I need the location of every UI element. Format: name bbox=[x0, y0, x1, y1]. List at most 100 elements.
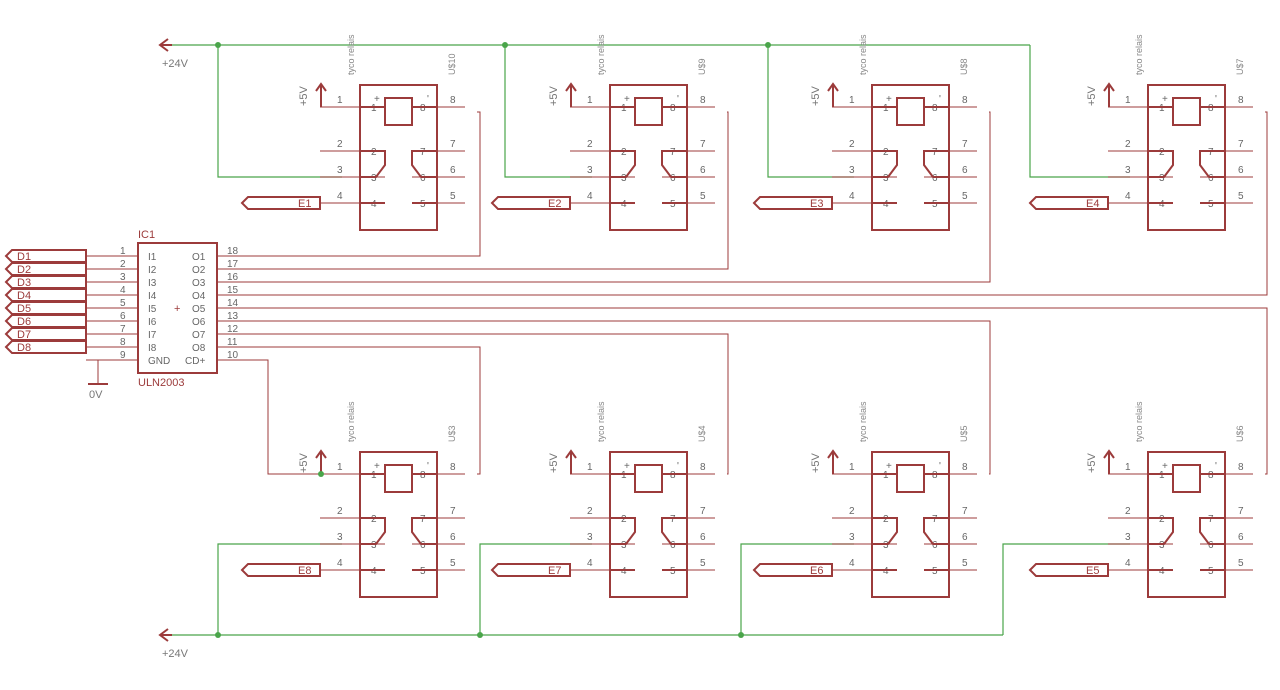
input-flag-d7: D7 bbox=[4, 327, 87, 341]
relay-pin-inner-number: 5 bbox=[420, 566, 426, 577]
relay-pin-inner-number: 4 bbox=[621, 199, 627, 210]
relay-pin-number-right: 8 bbox=[962, 462, 968, 473]
relay-pin-inner-number: 2 bbox=[621, 514, 627, 525]
relay-pin-number-left: 3 bbox=[337, 165, 343, 176]
input-flag-label: D4 bbox=[17, 290, 31, 302]
relay-5v-supply: +5V bbox=[548, 449, 577, 474]
relay-pin-number-left: 1 bbox=[337, 462, 343, 473]
relay-pin-number-left: 2 bbox=[337, 506, 343, 517]
relay-pin-number-left: 4 bbox=[587, 191, 593, 202]
ic-left-pin-label: I1 bbox=[148, 252, 157, 263]
input-flag-shape bbox=[4, 340, 87, 354]
relay-enable-flag: E4 bbox=[1028, 196, 1148, 210]
relay-pin-inner-number: 5 bbox=[670, 566, 676, 577]
relay-name-label: U$10 bbox=[447, 53, 457, 75]
relay-pin-inner-number: 4 bbox=[371, 566, 377, 577]
supply-5v-arrow bbox=[1103, 82, 1115, 92]
relay-pin-inner-number: 6 bbox=[932, 540, 938, 551]
supply-5v-label: +5V bbox=[298, 85, 310, 106]
wire-24v-bottom-drop bbox=[217, 543, 342, 635]
relay-pin-number-left: 1 bbox=[587, 95, 593, 106]
relay-pin-number-right: 6 bbox=[962, 532, 968, 543]
input-flag-label: D5 bbox=[17, 303, 31, 315]
relay-coil bbox=[1172, 464, 1201, 493]
enable-flag-label: E1 bbox=[298, 198, 311, 210]
relay-pin-number-right: 5 bbox=[700, 558, 706, 569]
relay-pin-inner-number: 8 bbox=[420, 470, 426, 481]
supply-5v-label: +5V bbox=[810, 452, 822, 473]
relay-pin-number-left: 4 bbox=[337, 558, 343, 569]
relay-pin-number-right: 6 bbox=[1238, 165, 1244, 176]
ic-right-pin-label: O2 bbox=[192, 265, 206, 276]
relay-coil-minus: ' bbox=[677, 461, 679, 472]
relay-pin-inner-number: 2 bbox=[1159, 147, 1165, 158]
relay-pin-number-left: 2 bbox=[587, 139, 593, 150]
wire-junction bbox=[215, 632, 221, 638]
relay-pin-number-left: 2 bbox=[1125, 139, 1131, 150]
relay-pin-number-right: 8 bbox=[450, 462, 456, 473]
relay-body bbox=[1147, 84, 1226, 231]
relay-enable-flag: E3 bbox=[752, 196, 872, 210]
ic-right-pin-label: O3 bbox=[192, 278, 206, 289]
relay-value-label: tyco relais bbox=[858, 34, 868, 75]
relay-pin-number-left: 3 bbox=[1125, 532, 1131, 543]
relay-pin-number-right: 7 bbox=[450, 506, 456, 517]
relay-coil-minus: ' bbox=[1215, 94, 1217, 105]
ic-left-pin-number: 1 bbox=[120, 246, 126, 257]
ic-left-pin-number: 9 bbox=[120, 350, 126, 361]
relay-pin-inner-number: 2 bbox=[371, 147, 377, 158]
supply-5v-label: +5V bbox=[810, 85, 822, 106]
relay-enable-flag: E1 bbox=[240, 196, 360, 210]
wire-junction bbox=[502, 42, 508, 48]
relay-name-label: U$8 bbox=[959, 58, 969, 75]
input-flag-d4: D4 bbox=[4, 288, 87, 302]
relay-pin-number-left: 1 bbox=[337, 95, 343, 106]
relay-body bbox=[1147, 451, 1226, 598]
relay-pin-inner-number: 8 bbox=[932, 470, 938, 481]
relay-pin-inner-number: 4 bbox=[1159, 199, 1165, 210]
input-flag-shape bbox=[4, 301, 87, 315]
relay-pin-number-left: 1 bbox=[1125, 95, 1131, 106]
ic-left-pin-label: I5 bbox=[148, 304, 157, 315]
ic-right-pin-label: O7 bbox=[192, 330, 206, 341]
input-flag-label: D3 bbox=[17, 277, 31, 289]
input-flag-d8: D8 bbox=[4, 340, 87, 354]
relay-5v-supply: +5V bbox=[1086, 449, 1115, 474]
ic-left-pin-label: I7 bbox=[148, 330, 157, 341]
relay-pin-inner-number: 5 bbox=[670, 199, 676, 210]
ic-left-pin-label: I2 bbox=[148, 265, 157, 276]
relay-pin-inner-number: 3 bbox=[621, 173, 627, 184]
input-flag-label: D8 bbox=[17, 342, 31, 354]
ic-right-pin-number: 10 bbox=[227, 350, 239, 361]
relay-pin-inner-number: 6 bbox=[420, 173, 426, 184]
relay-switch-left bbox=[610, 517, 636, 545]
ic-right-pin-number: 16 bbox=[227, 272, 239, 283]
input-flag-label: D7 bbox=[17, 329, 31, 341]
relay-pin-inner-number: 2 bbox=[883, 514, 889, 525]
relay-pin-inner-number: 5 bbox=[1208, 566, 1214, 577]
wire-24v-top-drop bbox=[1029, 45, 1130, 178]
relay-pin-inner-number: 7 bbox=[420, 514, 426, 525]
ic-left-pin-number: 2 bbox=[120, 259, 126, 270]
supply-5v-label: +5V bbox=[298, 452, 310, 473]
relay-pin-inner-number: 7 bbox=[670, 147, 676, 158]
relay-pin-number-right: 8 bbox=[1238, 95, 1244, 106]
input-flag-d5: D5 bbox=[4, 301, 87, 315]
relay-pin-inner-number: 6 bbox=[932, 173, 938, 184]
relay-coil-minus: ' bbox=[427, 461, 429, 472]
relay-switch-right bbox=[1199, 517, 1225, 545]
relay-switch-left bbox=[610, 150, 636, 178]
relay-pin-inner-number: 7 bbox=[1208, 147, 1214, 158]
input-flag-shape bbox=[4, 314, 87, 328]
relay-pin-inner-number: 3 bbox=[883, 540, 889, 551]
relay-pin-number-right: 7 bbox=[1238, 506, 1244, 517]
relay-value-label: tyco relais bbox=[346, 34, 356, 75]
relay-coil-plus: + bbox=[624, 461, 630, 472]
wire-output-bottom-7 bbox=[267, 333, 729, 475]
relay-pin-number-right: 7 bbox=[962, 506, 968, 517]
ic-left-pin-label: I8 bbox=[148, 343, 157, 354]
ic-right-pin-label: O5 bbox=[192, 304, 206, 315]
relay-switch-right bbox=[411, 517, 437, 545]
relay-pin-number-right: 5 bbox=[962, 191, 968, 202]
